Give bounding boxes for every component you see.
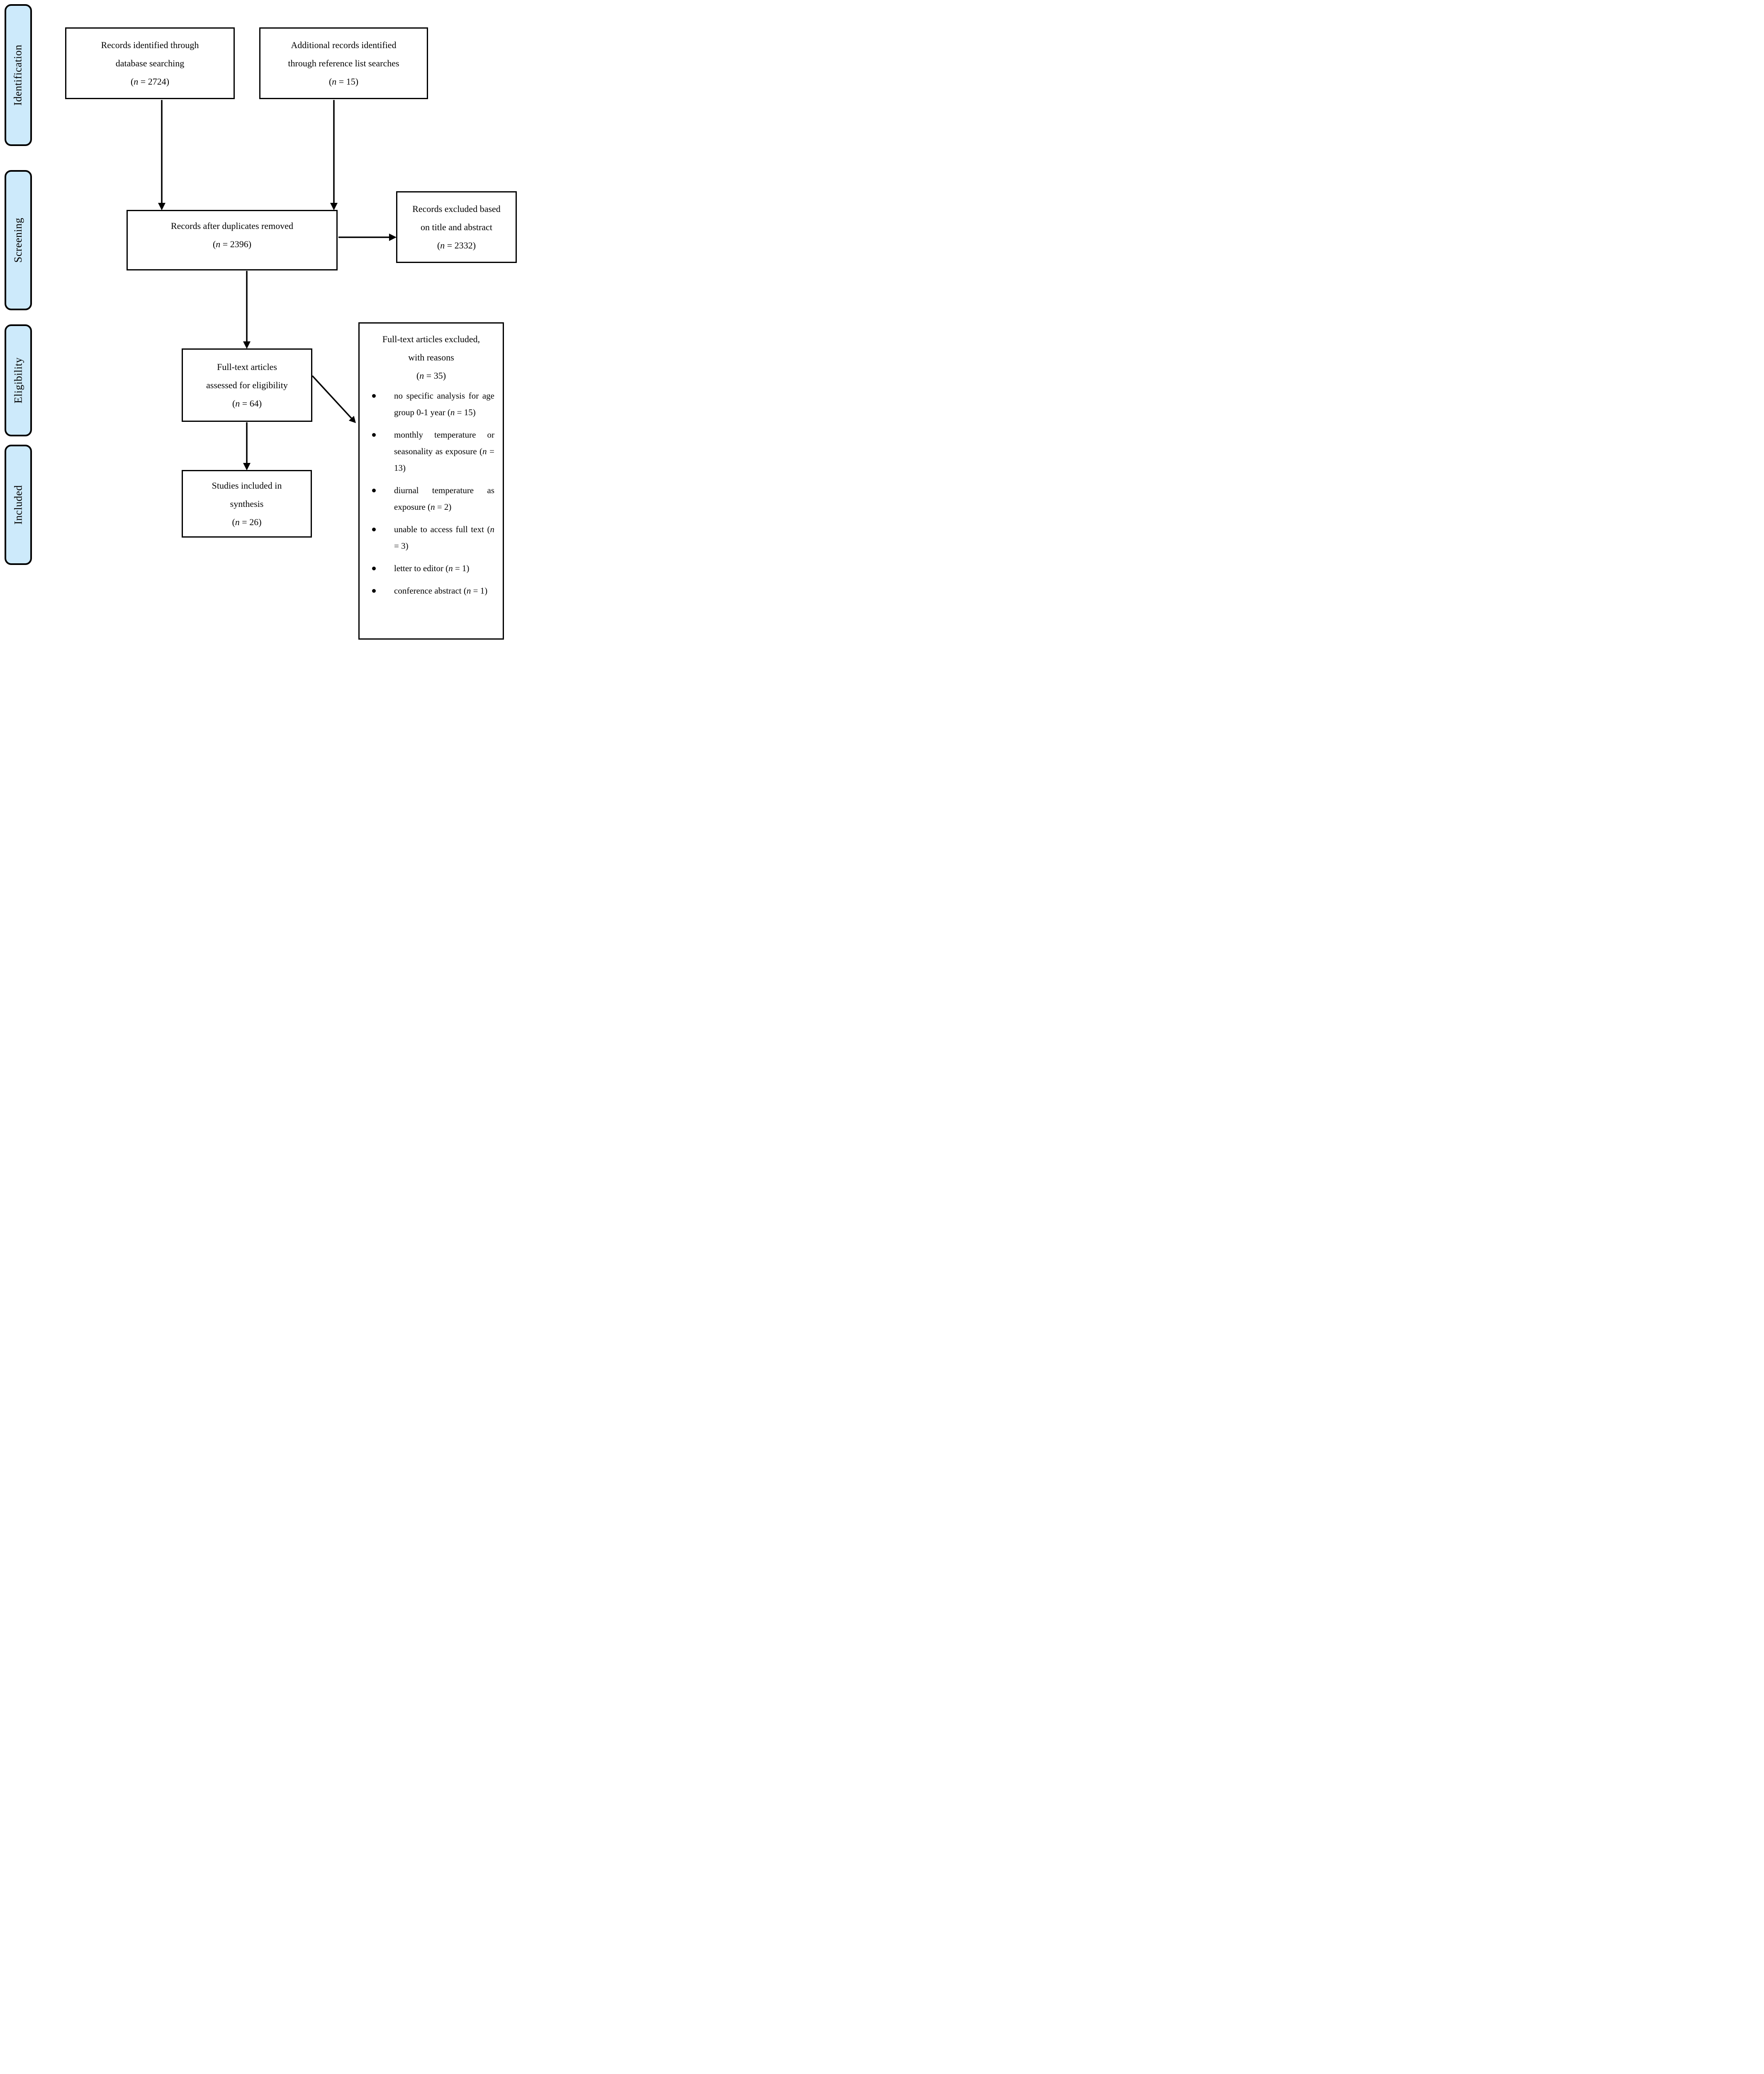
box-additional-records: Additional records identified through re… — [259, 27, 428, 99]
arrow-assessed-to-excluded-diagonal — [311, 375, 356, 423]
box-text-line: Studies included in — [212, 480, 282, 491]
arrow-assessed-to-included — [243, 422, 251, 470]
reason-item: unable to access full text (n = 3) — [368, 521, 494, 554]
box-text-line: on title and abstract — [421, 222, 492, 232]
arrow-dedup-to-assessed — [243, 271, 251, 349]
box-duplicates-removed: Records after duplicates removed (n = 23… — [127, 210, 338, 270]
box-text-line: assessed for eligibility — [206, 380, 288, 390]
bullet-icon — [372, 433, 376, 437]
box-count: (n = 64) — [232, 398, 262, 409]
box-text-line: through reference list searches — [288, 58, 399, 68]
reason-text: no specific analysis for age group 0-1 y… — [394, 391, 494, 417]
exclusion-reason-list: no specific analysis for age group 0-1 y… — [368, 387, 494, 599]
bullet-icon — [372, 489, 376, 492]
bullet-icon — [372, 528, 376, 531]
bullet-icon — [372, 394, 376, 398]
box-fulltext-assessed: Full-text articles assessed for eligibil… — [182, 348, 312, 422]
box-text-line: Additional records identified — [291, 39, 397, 50]
arrow-dedup-to-excluded — [338, 234, 397, 241]
prisma-flow-diagram: Identification Screening Eligibility Inc… — [0, 0, 529, 646]
box-excluded-title-abstract: Records excluded based on title and abst… — [396, 191, 517, 263]
reason-item: monthly temperature or seasonality as ex… — [368, 426, 494, 476]
box-text-line: synthesis — [230, 498, 264, 509]
reason-text: letter to editor (n = 1) — [394, 563, 470, 573]
box-text-line: Full-text articles excluded, — [382, 334, 480, 344]
reason-item: conference abstract (n = 1) — [368, 582, 494, 599]
stage-included: Included — [5, 445, 32, 565]
stage-screening: Screening — [5, 170, 32, 310]
bullet-icon — [372, 567, 376, 570]
box-count: (n = 15) — [328, 76, 359, 87]
box-text-line: database searching — [115, 58, 185, 68]
box-text-line: Records identified through — [101, 39, 199, 50]
stage-label: Included — [12, 485, 24, 525]
box-fulltext-excluded: Full-text articles excluded, with reason… — [358, 322, 504, 640]
stage-label: Eligibility — [12, 357, 24, 404]
box-count: (n = 26) — [232, 516, 262, 527]
reason-text: monthly temperature or seasonality as ex… — [394, 430, 494, 473]
stage-eligibility: Eligibility — [5, 324, 32, 436]
arrow-identified-to-dedup — [158, 100, 165, 210]
arrow-additional-to-dedup — [330, 100, 338, 210]
bullet-icon — [372, 589, 376, 593]
reason-item: no specific analysis for age group 0-1 y… — [368, 387, 494, 421]
box-text-line: Records excluded based — [412, 203, 501, 214]
box-studies-included: Studies included in synthesis (n = 26) — [182, 470, 312, 538]
box-text-line: with reasons — [408, 352, 454, 363]
stage-label: Identification — [12, 44, 24, 106]
reason-text: conference abstract (n = 1) — [394, 586, 488, 596]
box-count: (n = 2724) — [130, 76, 170, 87]
box-count: (n = 2396) — [212, 239, 252, 249]
reason-text: unable to access full text (n = 3) — [394, 524, 494, 551]
box-text-line: Records after duplicates removed — [170, 221, 294, 231]
stage-label: Screening — [12, 217, 24, 263]
box-text-line: Full-text articles — [217, 361, 277, 372]
box-count: (n = 2332) — [437, 240, 476, 251]
reason-text: diurnal temperature as exposure (n = 2) — [394, 485, 494, 512]
box-count: (n = 35) — [416, 370, 446, 381]
reason-item: letter to editor (n = 1) — [368, 560, 494, 577]
stage-identification: Identification — [5, 4, 32, 146]
box-records-identified: Records identified through database sear… — [65, 27, 235, 99]
reason-item: diurnal temperature as exposure (n = 2) — [368, 482, 494, 515]
